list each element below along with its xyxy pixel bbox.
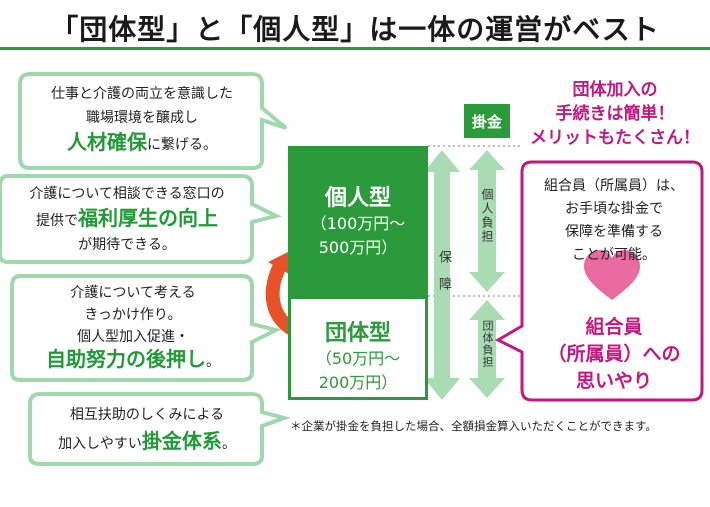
member-benefit-text: 組合員（所属員）は、 お手頃な掛金で 保障を準備する ことが可能。 — [528, 175, 700, 267]
member-consideration-line3: 思いやり — [575, 370, 652, 392]
hosho-double-arrow — [424, 150, 460, 400]
bubble-welfare-text: 介護について相談できる窓口の 提供で福利厚生の向上 が期待できる。 — [4, 182, 250, 257]
right-heading-line3: メリットもたくさん！ — [530, 128, 700, 148]
member-consideration-text: 組合員 （所属員）への 思いやり — [528, 314, 700, 395]
page-title: 「団体型」と「個人型」は一体の運営がベスト — [50, 13, 660, 46]
bubble-contribution-suffix: 。 — [221, 436, 236, 452]
bubble-talent-line2: 職場環境を醸成し — [86, 110, 198, 126]
bubble-selfhelp-line2: きっかけ作り。 — [84, 307, 182, 323]
bubble-contribution — [28, 392, 291, 466]
bubble-talent-text: 仕事と介護の両立を意識した 職場環境を醸成し 人材確保に繋げる。 — [24, 82, 260, 157]
kakekin-badge: 掛金 — [464, 104, 510, 138]
bubble-selfhelp-highlight: 自助努力の後押し — [46, 347, 206, 371]
bubble-contribution-highlight: 掛金体系 — [141, 429, 222, 453]
heart-icon — [584, 250, 640, 300]
bubble-welfare-prefix: 提供で — [36, 213, 78, 229]
bubble-selfhelp-line4: 自助努力の後押し。 — [16, 348, 250, 373]
bubble-talent-highlight: 人材確保 — [67, 130, 147, 154]
bubble-selfhelp — [10, 274, 282, 382]
individual-plan-box: 個人型 （100万円〜 500万円） — [288, 146, 428, 296]
bubble-contribution-prefix: 加入しやすい — [58, 436, 142, 452]
bubble-welfare — [0, 174, 282, 264]
individual-burden-label: 個人負担 — [480, 188, 494, 244]
group-plan-amount-line2: 200万円） — [318, 373, 398, 392]
right-heading: 団体加入の 手続きは簡単！ メリットもたくさん！ — [520, 78, 710, 150]
group-burden-label: 団体負担 — [481, 320, 494, 368]
footnote: ＊企業が掛金を負担した場合、全額損金算入いただくことができます。 — [290, 419, 657, 433]
bubble-selfhelp-line3: 個人型加入促進・ — [77, 329, 189, 345]
bubble-talent — [18, 72, 288, 170]
individual-plan-amount-line2: 500万円） — [318, 238, 398, 257]
bubble-talent-line3: 人材確保に繋げる。 — [24, 130, 260, 157]
right-heading-line1: 団体加入の — [572, 80, 658, 100]
bubble-selfhelp-line1: 介護について考える — [70, 285, 196, 301]
individual-plan-amount-line1: （100万円〜 — [310, 214, 406, 233]
group-plan-amount-line1: （50万円〜 — [315, 349, 401, 368]
bubble-welfare-line1: 介護について相談できる窓口の — [29, 186, 225, 202]
bubble-welfare-line2: 提供で福利厚生の向上 — [4, 206, 250, 233]
bubble-welfare-highlight: 福利厚生の向上 — [78, 206, 218, 230]
bubble-contribution-line2: 加入しやすい掛金体系。 — [34, 428, 260, 457]
bubble-contribution-text: 相互扶助のしくみによる 加入しやすい掛金体系。 — [34, 402, 260, 457]
bubble-talent-suffix: に繋げる。 — [147, 137, 217, 153]
title-underline — [0, 47, 710, 50]
hosho-label: 保障 — [436, 250, 451, 304]
bubble-selfhelp-suffix: 。 — [206, 354, 220, 370]
bubble-selfhelp-text: 介護について考える きっかけ作り。 個人型加入促進・ 自助努力の後押し。 — [16, 282, 250, 373]
group-burden-arrow — [469, 300, 505, 398]
member-benefit-line1: 組合員（所属員）は、 — [544, 178, 684, 194]
right-heading-line2: 手続きは簡単！ — [555, 104, 675, 124]
member-consideration-line1: 組合員 — [585, 316, 643, 338]
group-plan-name: 団体型 — [324, 321, 391, 346]
member-benefit-line4: ことが可能。 — [572, 247, 656, 263]
bubble-contribution-line1: 相互扶助のしくみによる — [69, 407, 225, 423]
member-benefit-line3: 保障を準備する — [565, 224, 663, 240]
bubble-talent-line1: 仕事と介護の両立を意識した — [51, 86, 233, 102]
member-consideration-line2: （所属員）への — [547, 343, 681, 365]
individual-burden-arrow — [469, 150, 505, 292]
individual-plan-name: 個人型 — [324, 186, 391, 211]
member-benefit-line2: お手頃な掛金で — [565, 201, 663, 217]
group-plan-box: 団体型 （50万円〜 200万円） — [288, 296, 428, 400]
bubble-welfare-line3: が期待できる。 — [78, 237, 176, 253]
